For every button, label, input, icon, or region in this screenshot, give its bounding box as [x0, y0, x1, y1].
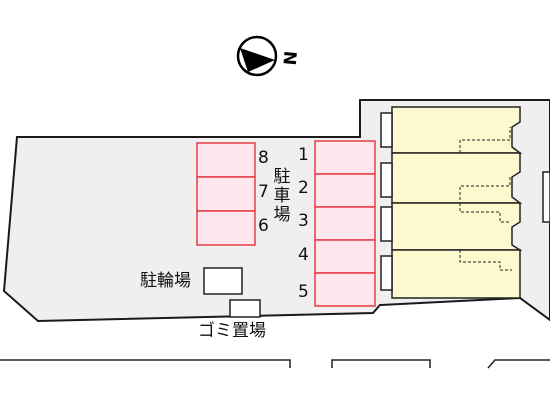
parking-number: 8 — [258, 148, 269, 168]
parking-number: 4 — [298, 245, 309, 265]
parking-number: 7 — [258, 182, 269, 202]
parking-space — [314, 140, 376, 175]
parking-column-right — [314, 140, 376, 307]
parking-column-left — [196, 142, 256, 246]
parking-space — [196, 176, 256, 212]
parking-number: 2 — [298, 178, 309, 198]
parking-number: 1 — [298, 145, 309, 165]
parking-space — [196, 210, 256, 246]
parking-number: 3 — [298, 211, 309, 231]
north-letter: N — [278, 50, 299, 66]
parking-space — [314, 206, 376, 241]
garbage-box — [229, 299, 261, 318]
north-arrow-icon: N — [236, 35, 300, 77]
parking-number: 5 — [298, 282, 309, 302]
parking-label: 駐車場 — [273, 167, 291, 225]
apartment-building — [380, 106, 550, 299]
parking-number: 6 — [258, 216, 269, 236]
parking-space — [314, 239, 376, 274]
bicycle-parking-box — [203, 267, 243, 295]
road-boundary — [0, 359, 550, 369]
parking-space — [314, 173, 376, 208]
parking-space — [314, 272, 376, 307]
bicycle-parking-label: 駐輪場 — [140, 271, 191, 291]
garbage-label: ゴミ置場 — [198, 321, 266, 341]
parking-space — [196, 142, 256, 178]
